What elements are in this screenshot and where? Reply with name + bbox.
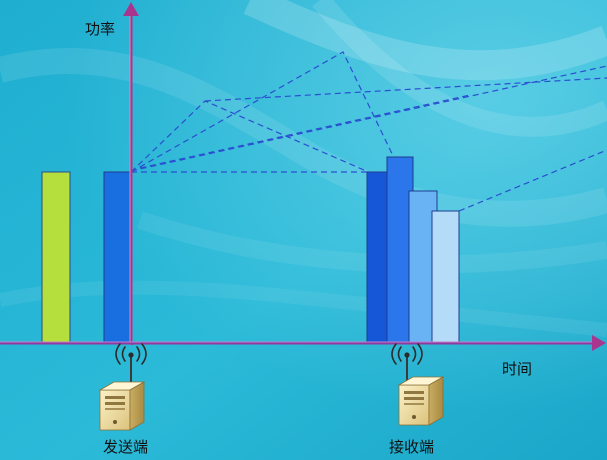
power-axis-arrow-icon [123, 2, 139, 16]
transmitted-pulse-bar [103, 171, 132, 344]
server-icon [397, 376, 445, 426]
scattered-path-line [458, 149, 607, 212]
scattered-path-line [139, 94, 471, 169]
antenna-signal-icon [391, 343, 423, 384]
scattered-path-line [204, 77, 607, 102]
time-axis-arrow-icon [592, 335, 606, 351]
receiver-label: 接收端 [389, 438, 434, 456]
sender-label: 发送端 [103, 438, 148, 456]
reference-pulse-bar [41, 171, 71, 344]
server-icon [98, 381, 146, 431]
power-axis-label: 功率 [85, 20, 115, 38]
reflected-path-line [130, 51, 411, 192]
time-axis [0, 335, 606, 351]
scattered-path-line [130, 65, 607, 172]
received-pulse-bar-1 [366, 171, 389, 344]
power-axis [123, 2, 139, 345]
time-axis-label: 时间 [502, 360, 532, 378]
propagation-paths [130, 51, 607, 212]
received-pulse-bar-4 [431, 210, 460, 344]
